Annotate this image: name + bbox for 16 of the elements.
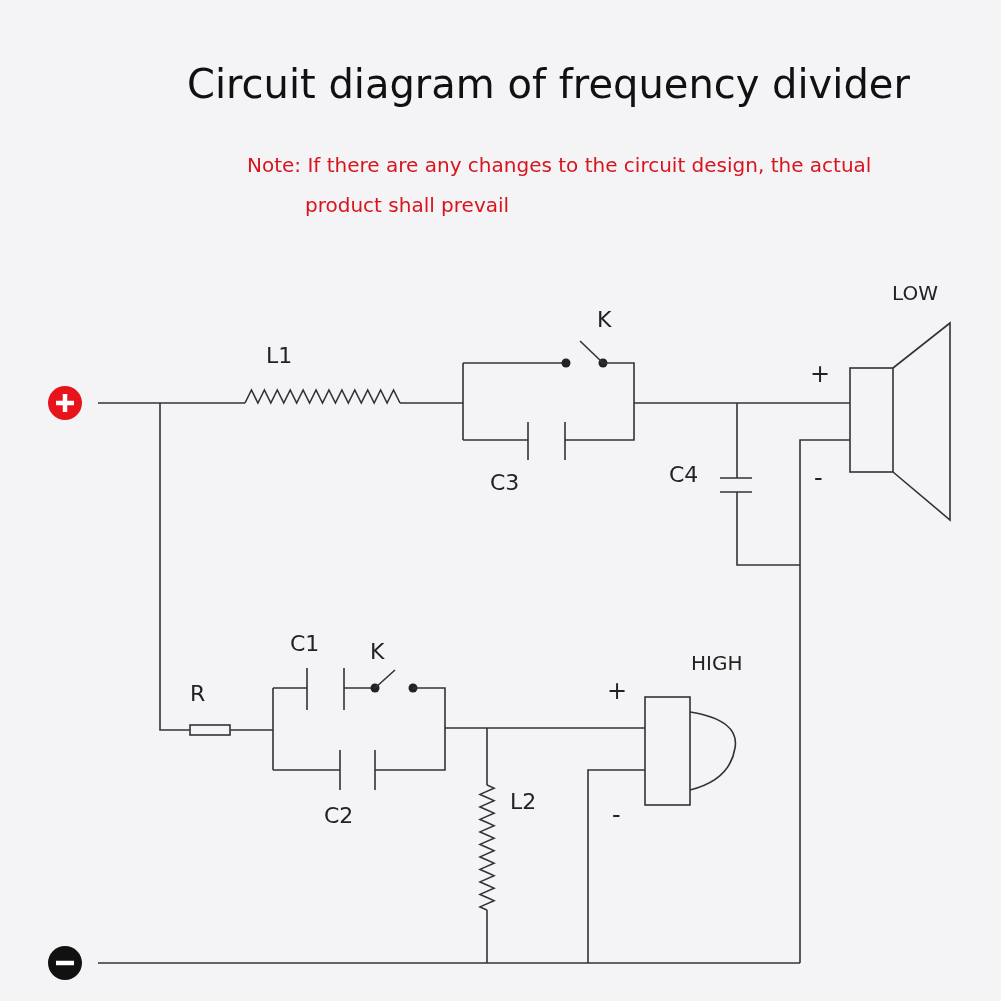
component-label: K	[597, 309, 612, 331]
polarity-sign: +	[810, 362, 831, 386]
component-label: R	[190, 683, 206, 705]
component-label: C2	[324, 805, 354, 827]
speaker-label: LOW	[892, 283, 938, 303]
speaker-label: HIGH	[691, 653, 743, 673]
component-label: L2	[510, 791, 537, 813]
polarity-sign: -	[612, 803, 621, 827]
component-label: C1	[290, 633, 320, 655]
component-label: L1	[266, 345, 293, 367]
note-text: Note: If there are any changes to the circuit design, the actual product shall prevail	[247, 152, 873, 219]
component-label: C3	[490, 472, 520, 494]
polarity-sign: -	[814, 466, 823, 490]
polarity-sign: +	[607, 679, 628, 703]
component-label: K	[370, 641, 385, 663]
component-label: C4	[669, 464, 699, 486]
